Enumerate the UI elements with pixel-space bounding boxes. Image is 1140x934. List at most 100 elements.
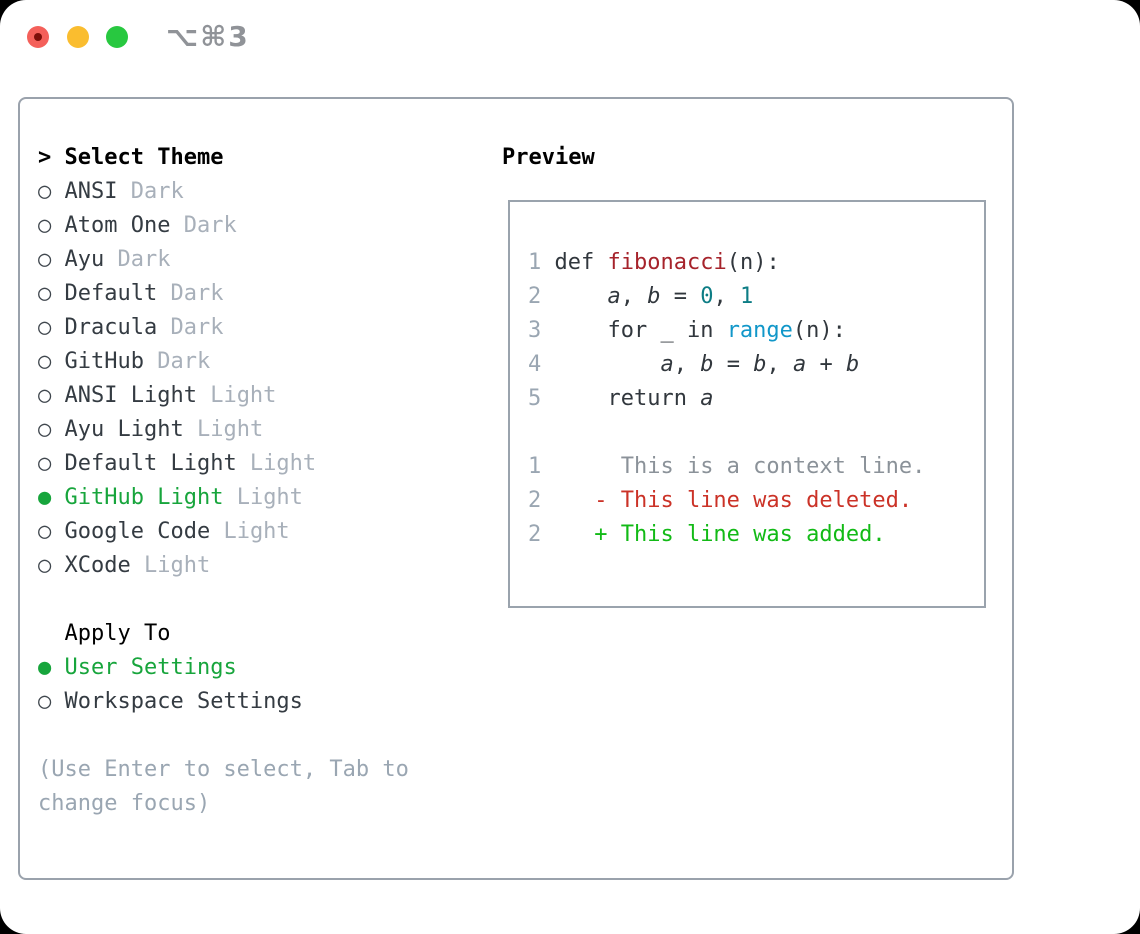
variant-label: Dark	[143, 349, 211, 374]
variant-label: Light	[196, 383, 277, 408]
code-token-plain: =	[660, 284, 701, 309]
theme-option-github-light[interactable]: ● GitHub Light Light	[38, 481, 438, 515]
focus-caret-icon: >	[38, 145, 65, 170]
code-token-plain: ,	[766, 352, 793, 377]
code-token-variable: b	[700, 352, 714, 377]
code-token-plain: =	[713, 352, 754, 377]
line-number: 1	[528, 454, 542, 479]
code-token-variable: b	[647, 284, 661, 309]
option-label: Ayu Light	[64, 417, 184, 442]
code-token-plain	[541, 352, 660, 377]
code-token-number: 0	[700, 284, 714, 309]
variant-label: Dark	[170, 213, 237, 238]
theme-option-dracula[interactable]: ○ Dracula Dark	[38, 311, 438, 345]
variant-label: Dark	[104, 247, 171, 272]
radio-icon: ○	[38, 383, 65, 408]
code-token-plain	[541, 284, 607, 309]
line-number: 5	[528, 386, 542, 411]
theme-option-ansi[interactable]: ○ ANSI Dark	[38, 175, 438, 209]
option-label: Google Code	[64, 519, 211, 544]
code-line: 1 This is a context line.	[528, 450, 984, 484]
code-token-plain: for _ in	[541, 318, 727, 343]
radio-icon: ○	[38, 417, 65, 442]
theme-option-ayu[interactable]: ○ Ayu Dark	[38, 243, 438, 277]
code-line: 1 def fibonacci(n):	[528, 246, 984, 280]
variant-label: Light	[210, 519, 290, 544]
code-line	[528, 416, 984, 450]
option-label: GitHub	[64, 349, 144, 374]
radio-icon: ○	[38, 451, 65, 476]
option-label: Default	[64, 281, 158, 306]
close-button[interactable]	[27, 26, 49, 48]
option-label: Dracula	[64, 315, 158, 340]
option-label: Atom One	[64, 213, 171, 238]
code-token-plain: (n):	[726, 250, 780, 275]
line-number: 2	[528, 522, 542, 547]
code-token-plain: +	[806, 352, 846, 377]
indent	[38, 621, 65, 646]
code-token-deleted: - This line was deleted.	[541, 488, 913, 513]
code-token-variable: b	[753, 352, 767, 377]
theme-option-github[interactable]: ○ GitHub Dark	[38, 345, 438, 379]
option-label: ANSI Light	[64, 383, 197, 408]
code-token-context: This is a context line.	[541, 454, 926, 479]
code-token-number: 1	[739, 284, 754, 309]
code-token-plain: ,	[673, 352, 701, 377]
radio-icon: ○	[38, 553, 65, 578]
line-number: 2	[528, 488, 542, 513]
apply-to-header: Apply To	[38, 617, 438, 651]
theme-option-ayu-light[interactable]: ○ Ayu Light Light	[38, 413, 438, 447]
radio-selected-icon: ●	[38, 485, 65, 510]
code-line: 2 a, b = 0, 1	[528, 280, 984, 314]
option-label: GitHub Light	[64, 485, 224, 510]
radio-icon: ○	[38, 519, 65, 544]
radio-icon: ○	[38, 247, 65, 272]
title-bar: ⌥⌘3	[0, 0, 1140, 74]
apply-option-workspace-settings[interactable]: ○ Workspace Settings	[38, 685, 438, 719]
radio-icon: ○	[38, 281, 65, 306]
code-token-variable: a	[607, 284, 621, 309]
radio-selected-icon: ●	[38, 655, 65, 680]
variant-label: Light	[236, 451, 317, 476]
zoom-button[interactable]	[106, 26, 128, 48]
apply-option-user-settings[interactable]: ● User Settings	[38, 651, 438, 685]
code-token-plain: (n):	[792, 318, 846, 343]
variant-label: Light	[130, 553, 211, 578]
theme-option-google-code[interactable]: ○ Google Code Light	[38, 515, 438, 549]
line-number: 3	[528, 318, 542, 343]
code-line: 2 - This line was deleted.	[528, 484, 984, 518]
theme-option-atom-one[interactable]: ○ Atom One Dark	[38, 209, 438, 243]
select-theme-header-label: Select Theme	[64, 145, 224, 170]
keyboard-hint: (Use Enter to select, Tab to change focu…	[38, 757, 423, 816]
spacer	[38, 583, 438, 617]
theme-option-default[interactable]: ○ Default Dark	[38, 277, 438, 311]
window-title: ⌥⌘3	[166, 20, 250, 53]
theme-list: ○ ANSI Dark○ Atom One Dark○ Ayu Dark○ De…	[38, 175, 438, 583]
variant-label: Dark	[117, 179, 184, 204]
code-token-plain: ,	[620, 284, 648, 309]
code-token-plain: def	[541, 250, 608, 275]
code-token-function: fibonacci	[607, 250, 727, 275]
variant-label: Dark	[157, 281, 224, 306]
variant-label: Light	[223, 485, 303, 510]
theme-option-default-light[interactable]: ○ Default Light Light	[38, 447, 438, 481]
code-token-added: + This line was added.	[541, 522, 886, 547]
minimize-button[interactable]	[67, 26, 89, 48]
radio-icon: ○	[38, 179, 65, 204]
option-label: XCode	[64, 553, 131, 578]
code-token-plain: ,	[713, 284, 740, 309]
line-number: 2	[528, 284, 542, 309]
apply-to-header-label: Apply To	[64, 621, 171, 646]
code-line: 3 for _ in range(n):	[528, 314, 984, 348]
line-number: 1	[528, 250, 542, 275]
select-theme-header: > Select Theme	[38, 141, 438, 175]
code-token-builtin: range	[726, 318, 793, 343]
theme-option-ansi-light[interactable]: ○ ANSI Light Light	[38, 379, 438, 413]
theme-picker-panel: > Select Theme ○ ANSI Dark○ Atom One Dar…	[18, 97, 1014, 880]
spacer	[38, 719, 438, 753]
radio-icon: ○	[38, 213, 65, 238]
theme-option-xcode[interactable]: ○ XCode Light	[38, 549, 438, 583]
